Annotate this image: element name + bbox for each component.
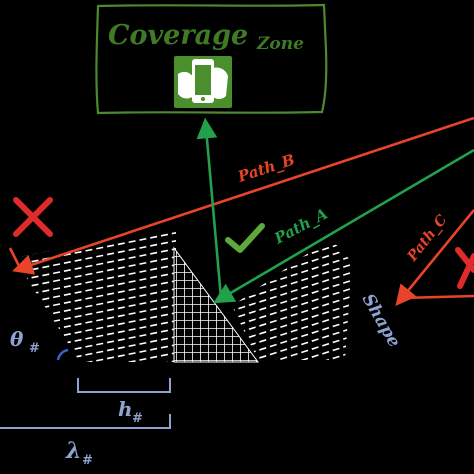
shape-label: Shape xyxy=(358,291,405,352)
hatch-line xyxy=(232,350,352,360)
angle-arc xyxy=(56,348,69,361)
hatch-line xyxy=(14,247,176,283)
hatch-line xyxy=(14,255,176,291)
hatch-line xyxy=(14,359,176,362)
hatch-line xyxy=(14,239,176,275)
hatch-line xyxy=(232,294,352,337)
coverage-zone-title: Coverage xyxy=(108,20,248,51)
path-a-reflected-line xyxy=(213,148,474,304)
path-a-label: Path_A xyxy=(271,205,331,248)
smartphone-hand-icon xyxy=(174,56,232,108)
path-c-label: Path_C xyxy=(404,212,450,265)
hatch-line xyxy=(232,342,352,360)
hatch-line xyxy=(232,270,352,313)
hatch-line xyxy=(14,231,176,267)
path-a-to-zone-line xyxy=(196,117,223,299)
lambda-symbol: λ xyxy=(65,438,81,464)
hatch-line xyxy=(232,262,352,305)
path-c-return-line xyxy=(401,294,474,300)
path-b-line xyxy=(12,116,474,275)
hatch-line xyxy=(232,334,352,360)
hatch-line xyxy=(232,286,352,329)
hatch-line xyxy=(14,351,176,362)
hatch-line xyxy=(232,302,352,345)
hatch-line xyxy=(228,375,356,416)
cross-icon-right xyxy=(455,247,474,289)
grid-obstacle xyxy=(173,246,259,363)
hatch-line xyxy=(232,310,352,353)
hatch-line xyxy=(14,343,176,362)
coverage-zone-box: Coverage Zone xyxy=(95,3,328,115)
coverage-zone-border xyxy=(95,3,328,115)
hatch-line xyxy=(14,263,176,299)
theta-symbol: θ xyxy=(10,327,24,351)
theta-subscript: # xyxy=(29,341,40,356)
path-b-incoming xyxy=(8,247,22,269)
h-subscript: # xyxy=(132,411,143,426)
hatch-line xyxy=(228,367,356,408)
check-icon xyxy=(225,223,265,253)
hatch-line xyxy=(232,254,352,297)
hatch-line xyxy=(14,335,176,362)
cross-icon xyxy=(13,197,53,237)
path-c-line xyxy=(395,209,474,307)
hatch-line xyxy=(232,278,352,321)
lambda-dimension-bracket xyxy=(0,414,171,429)
h-dimension-bracket xyxy=(77,378,171,393)
lambda-subscript: # xyxy=(82,453,93,468)
hatch-line xyxy=(232,358,352,360)
right-slope-region xyxy=(228,238,356,416)
coverage-zone-subtitle: Zone xyxy=(256,34,304,54)
h-symbol: h xyxy=(118,397,133,421)
hatch-line xyxy=(232,326,352,360)
